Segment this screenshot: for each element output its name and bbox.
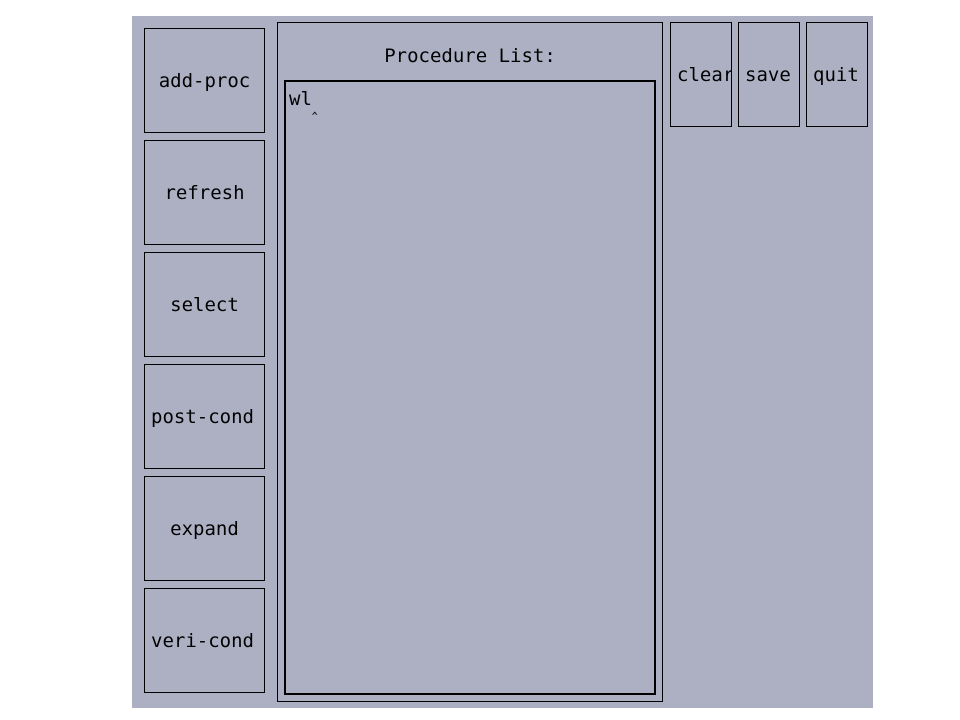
- add-proc-button[interactable]: add-proc: [144, 28, 265, 133]
- post-cond-label: post-cond: [151, 405, 254, 428]
- select-label: select: [170, 293, 239, 316]
- clear-label: clear: [677, 63, 732, 86]
- clear-button[interactable]: clear: [670, 22, 732, 127]
- list-item[interactable]: wl: [289, 88, 312, 110]
- expand-button[interactable]: expand: [144, 476, 265, 581]
- veri-cond-button[interactable]: veri-cond: [144, 588, 265, 693]
- save-button[interactable]: save: [738, 22, 800, 127]
- add-proc-label: add-proc: [158, 69, 251, 92]
- veri-cond-label: veri-cond: [151, 629, 254, 652]
- refresh-button[interactable]: refresh: [144, 140, 265, 245]
- procedure-list-box[interactable]: wl ‸: [284, 80, 656, 695]
- quit-button[interactable]: quit: [806, 22, 868, 127]
- procedure-list-title: Procedure List:: [384, 45, 556, 67]
- save-label: save: [745, 63, 791, 86]
- post-cond-button[interactable]: post-cond: [144, 364, 265, 469]
- quit-label: quit: [813, 63, 859, 86]
- caret-icon: ‸: [312, 96, 318, 115]
- refresh-label: refresh: [164, 181, 245, 204]
- app-window: add-proc refresh select post-cond expand…: [132, 16, 873, 708]
- procedure-list-panel: Procedure List: wl ‸: [277, 22, 663, 702]
- expand-label: expand: [170, 517, 239, 540]
- select-button[interactable]: select: [144, 252, 265, 357]
